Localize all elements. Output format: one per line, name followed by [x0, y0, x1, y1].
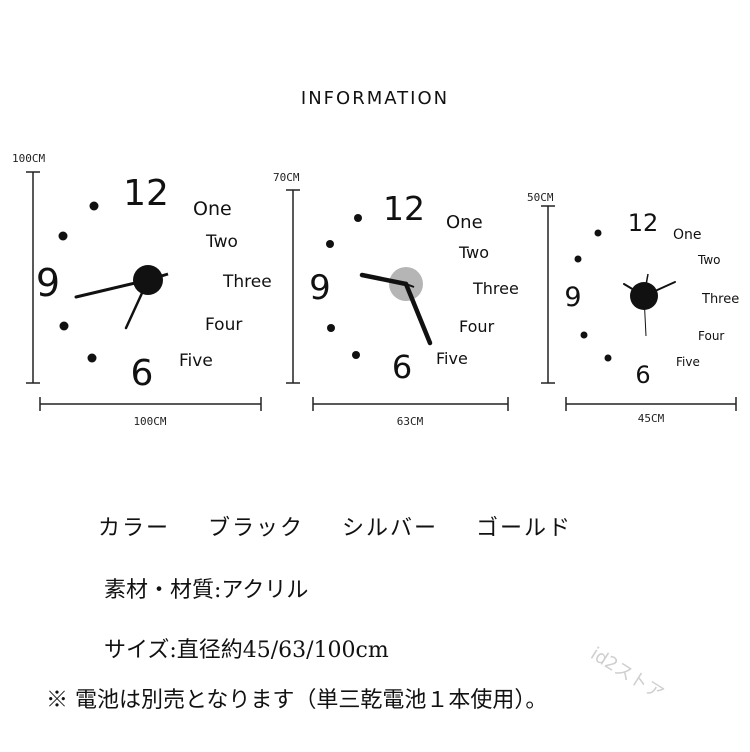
hour-dot — [326, 240, 334, 248]
clock-large: 100CM 100CM 12 9 6 One Two Three Four Fi… — [12, 152, 272, 428]
hour-dot — [594, 229, 602, 237]
color-label: カラー — [98, 516, 171, 541]
height-label: 100CM — [12, 152, 45, 165]
width-label: 100CM — [133, 415, 166, 428]
hour-dot — [352, 351, 360, 359]
numeral-6: 6 — [635, 361, 650, 389]
hour-dot — [574, 255, 582, 263]
size-spec: サイズ:直径約45/63/100cm — [104, 638, 389, 663]
numeral-6: 6 — [392, 348, 412, 386]
color-option-black: ブラック — [208, 516, 305, 541]
hour-dot — [604, 354, 612, 362]
numeral-12: 12 — [383, 189, 425, 228]
word-two: Two — [205, 232, 238, 252]
word-three: Three — [472, 279, 519, 298]
word-three: Three — [701, 292, 739, 307]
word-four: Four — [698, 329, 724, 343]
clock-center — [630, 282, 658, 310]
numeral-6: 6 — [131, 353, 154, 394]
page-title: INFORMATION — [300, 88, 450, 109]
height-label: 70CM — [273, 171, 300, 184]
word-three: Three — [222, 272, 272, 292]
word-four: Four — [459, 317, 495, 336]
hour-dot — [59, 321, 69, 331]
hour-dot — [58, 231, 68, 241]
numeral-12: 12 — [628, 209, 659, 237]
word-five: Five — [676, 355, 700, 369]
word-one: One — [446, 212, 483, 233]
width-label: 45CM — [638, 412, 665, 425]
numeral-9: 9 — [564, 282, 581, 313]
second-hand — [405, 283, 415, 288]
word-one: One — [673, 227, 702, 243]
word-two: Two — [697, 253, 721, 267]
hour-dot — [354, 214, 362, 222]
color-option-silver: シルバー — [342, 516, 439, 541]
height-label: 50CM — [527, 191, 554, 204]
word-five: Five — [436, 349, 468, 368]
numeral-9: 9 — [36, 261, 60, 305]
material-spec: 素材・材質:アクリル — [104, 578, 309, 603]
hour-hand — [359, 272, 409, 287]
color-options: カラー ブラック シルバー ゴールド — [98, 510, 750, 542]
minute-hand — [403, 281, 433, 346]
color-option-gold: ゴールド — [476, 516, 573, 541]
word-four: Four — [205, 315, 242, 335]
word-one: One — [193, 198, 232, 220]
battery-note: ※ 電池は別売となります（単三乾電池１本使用）。 — [46, 688, 548, 713]
word-five: Five — [179, 351, 213, 371]
clock-medium: 70CM 63CM 12 9 6 One Two Three Four Five — [273, 171, 519, 428]
clock-center — [133, 265, 163, 295]
hour-dot — [327, 324, 335, 332]
hour-dot — [89, 201, 99, 211]
word-two: Two — [458, 243, 489, 262]
clock-size-diagram: 100CM 100CM 12 9 6 One Two Three Four Fi… — [12, 152, 739, 428]
clock-small: 50CM 45CM 12 9 6 One Two Three Four Five — [527, 191, 739, 425]
hour-dot — [87, 353, 97, 363]
numeral-9: 9 — [309, 268, 331, 308]
numeral-12: 12 — [123, 173, 169, 214]
width-label: 63CM — [397, 415, 424, 428]
hour-dot — [580, 331, 588, 339]
